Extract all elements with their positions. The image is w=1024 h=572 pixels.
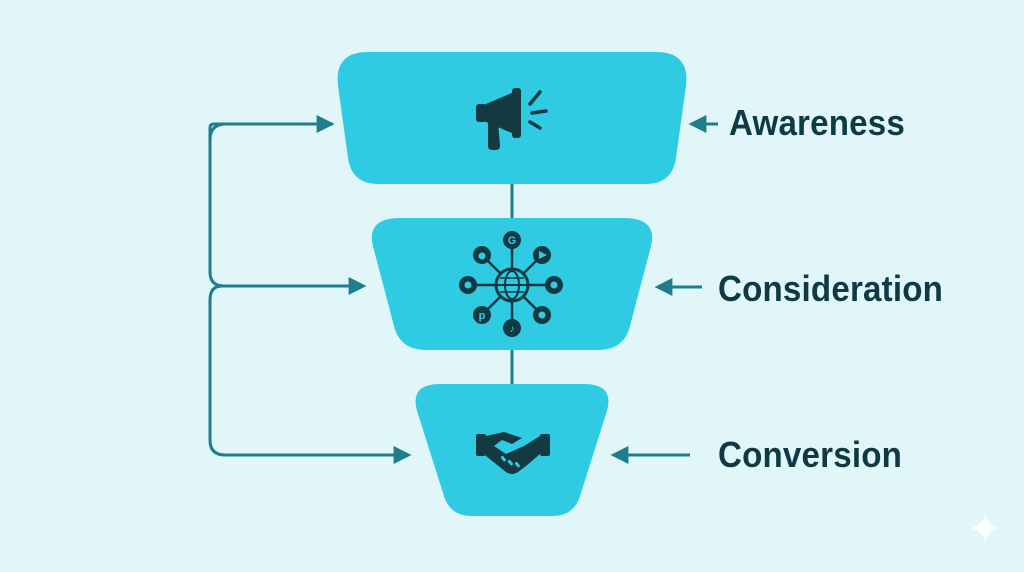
svg-text:♪: ♪ <box>510 324 515 335</box>
social-network-hub-icon: G ♪ p <box>459 231 563 337</box>
stage-label-consideration: Consideration <box>718 268 944 309</box>
handshake-icon <box>476 432 550 474</box>
stage-label-conversion: Conversion <box>718 434 903 475</box>
sparkle-icon <box>970 512 1000 544</box>
svg-text:G: G <box>508 235 517 247</box>
megaphone-icon <box>476 88 548 150</box>
stage-conversion-shape <box>415 384 609 516</box>
feedback-loop-arrows <box>208 115 412 464</box>
svg-text:p: p <box>479 310 486 322</box>
stage-label-awareness: Awareness <box>729 102 905 143</box>
